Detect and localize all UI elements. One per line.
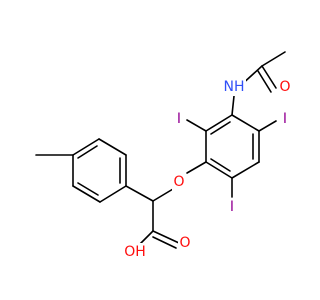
ring-b-bond-4 — [72, 138, 100, 156]
bond-cooh-o-double — [152, 236, 177, 249]
bond-ring-ether-o — [186, 161, 207, 174]
label-background — [178, 234, 192, 252]
bond-ether-o-ch — [152, 188, 174, 202]
label-background — [123, 243, 147, 261]
bond-cooh-o — [152, 230, 180, 244]
molecule-diagram: O NH I I I O O OH — [0, 0, 300, 300]
bond-ch-tolyl — [125, 185, 154, 202]
ring-a-bond-4-inner — [210, 158, 231, 172]
ring-a-bond-3 — [231, 161, 260, 179]
iodine-bottom-label: I — [227, 198, 237, 216]
bond-ring-i-left — [186, 119, 207, 132]
bond-carbonyl-o-double — [257, 70, 272, 93]
atom-text: O — [179, 235, 190, 251]
label-background — [222, 78, 246, 96]
ring-a-bond-6-inner — [210, 121, 231, 135]
bond-ring-i-top — [258, 120, 277, 132]
bond-n-ring — [231, 95, 235, 116]
atom-text: NH — [224, 79, 245, 95]
iodine-top-label: I — [280, 110, 290, 128]
label-background — [227, 198, 237, 216]
atom-text: I — [283, 111, 287, 127]
iodine-left-label: I — [174, 110, 184, 128]
ring-a-bond-6 — [205, 114, 233, 132]
atom-text: O — [279, 79, 290, 95]
ring-b-bond-2-inner — [77, 182, 99, 196]
label-background — [280, 110, 290, 128]
bond-layer — [35, 51, 286, 249]
ether-oxygen-label: O — [172, 173, 186, 191]
bond-methyl-carbonyl — [261, 51, 286, 67]
ring-a-bond-4 — [205, 161, 233, 179]
ring-b-bond-2 — [72, 185, 101, 203]
atom-text: O — [173, 174, 184, 190]
atom-text: I — [230, 199, 234, 215]
bond-carbonyl-o — [261, 65, 277, 89]
atom-text: I — [177, 111, 181, 127]
atom-label-layer: O NH I I I O O OH — [123, 78, 292, 261]
label-background — [174, 110, 184, 128]
canvas-background — [0, 0, 300, 300]
amide-nitrogen-label: NH — [222, 78, 246, 96]
carbonyl-oxygen-label: O — [278, 78, 292, 96]
hydroxyl-label: OH — [123, 243, 147, 261]
label-background — [278, 78, 292, 96]
carboxyl-oxygen-label: O — [178, 234, 192, 252]
ring-b-bond-4-inner — [77, 145, 98, 159]
ring-b-bond-1 — [99, 185, 127, 203]
ring-b-bond-5 — [98, 138, 127, 156]
atom-text: OH — [124, 244, 146, 260]
ring-a-bond-1 — [231, 114, 260, 132]
label-background — [172, 173, 186, 191]
bond-cooh-oh — [139, 230, 154, 245]
